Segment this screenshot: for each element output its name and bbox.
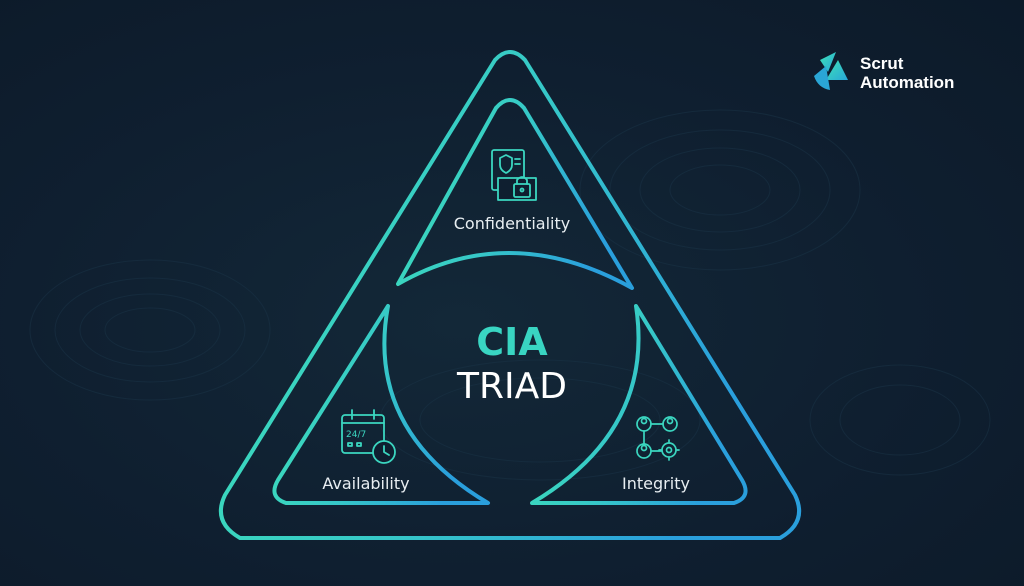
outer-triangle	[219, 50, 801, 540]
confidentiality-label: Confidentiality	[454, 214, 570, 233]
brand-name-line2: Automation	[860, 73, 954, 92]
svg-text:24/7: 24/7	[346, 430, 366, 440]
calendar-clock-icon: 24/7	[341, 409, 396, 464]
integrity-segment	[530, 304, 748, 505]
center-subtitle: TRIAD	[456, 366, 567, 407]
availability-segment	[272, 304, 490, 505]
integrity-label: Integrity	[622, 474, 690, 493]
confidentiality-segment	[396, 98, 634, 290]
brand-name-line1: Scrut	[860, 54, 904, 73]
scrut-logo-icon	[814, 52, 848, 90]
topographic-background	[29, 109, 991, 481]
center-title: CIA	[476, 320, 548, 364]
users-gear-network-icon	[636, 416, 680, 461]
availability-label: Availability	[322, 474, 409, 493]
document-shield-lock-icon	[491, 149, 537, 201]
